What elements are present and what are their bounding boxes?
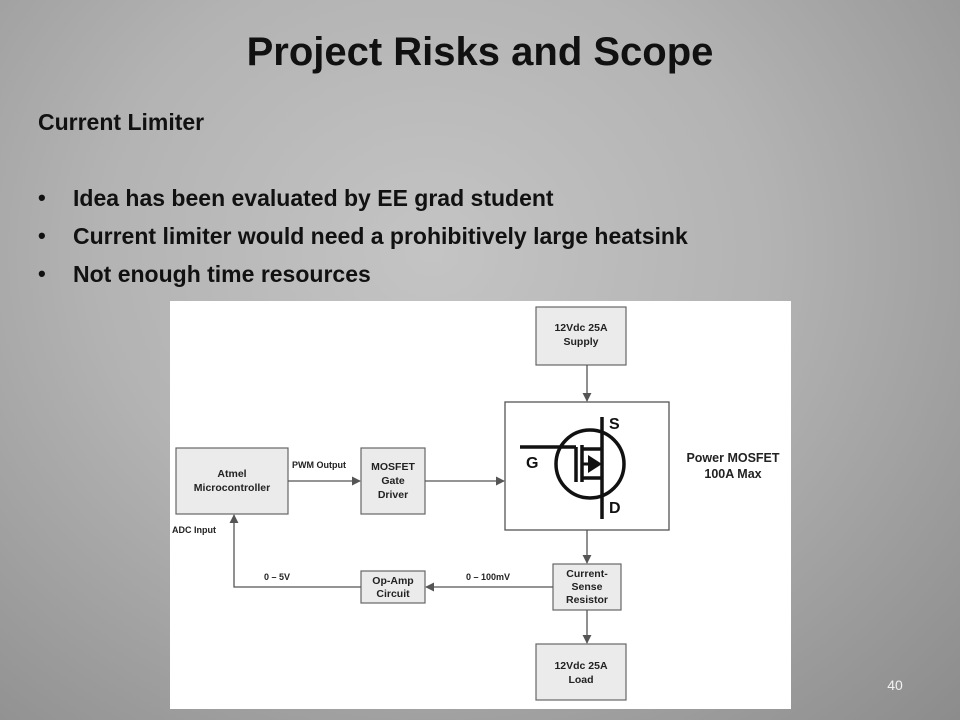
bullet-item: • Idea has been evaluated by EE grad stud… [38,179,688,217]
block-diagram: 12Vdc 25A Supply S G D Power MOSFET 100A… [170,301,791,709]
bullet-text: Not enough time resources [73,261,371,287]
load-label-line1: 12Vdc 25A [554,660,608,672]
opamp-block: Op-Amp Circuit [360,570,426,604]
bullet-item: • Current limiter would need a prohibitiv… [38,217,688,255]
opamp-label-line2: Circuit [376,588,410,600]
pin-g-label: G [526,455,538,472]
gate-driver-line3: Driver [378,489,408,501]
gate-driver-line1: MOSFET [371,461,415,473]
millivolt-range-label: 0 – 100mV [466,572,510,582]
pin-d-label: D [609,500,621,517]
mosfet-label-line1: Power MOSFET [686,451,779,465]
supply-label-line2: Supply [563,336,598,348]
mosfet-body-icon [554,428,626,500]
slide-title: Project Risks and Scope [246,30,714,74]
mcu-label-line2: Microcontroller [194,482,270,494]
sense-resistor-block: Current- Sense Resistor [552,563,622,611]
gate-driver-block: MOSFET Gate Driver [360,447,426,515]
bullet-dot-icon: • [38,185,46,210]
section-heading: Current Limiter [38,109,205,135]
mcu-label-line1: Atmel [217,468,246,480]
pwm-output-label: PWM Output [292,460,346,470]
adc-input-label: ADC Input [172,525,216,535]
bullet-item: • Not enough time resources [38,255,688,293]
opamp-label-line1: Op-Amp [372,575,413,587]
gate-driver-line2: Gate [381,475,405,487]
pin-s-label: S [609,416,620,433]
bullet-text: Current limiter would need a prohibitive… [73,223,688,249]
supply-label-line1: 12Vdc 25A [554,322,608,334]
power-mosfet-block: S G D [504,401,670,531]
bullet-dot-icon: • [38,223,46,248]
opamp-to-adc-arrow [229,514,361,588]
load-block: 12Vdc 25A Load [535,643,627,701]
slide-number: 40 [887,677,903,693]
bullet-dot-icon: • [38,261,46,286]
microcontroller-block: Atmel Microcontroller [175,447,289,515]
supply-block: 12Vdc 25A Supply [535,306,627,366]
bullet-text: Idea has been evaluated by EE grad stude… [73,185,554,211]
sense-label-line1: Current- [566,568,608,580]
bullet-list: • Idea has been evaluated by EE grad stud… [38,179,688,293]
mosfet-label-line2: 100A Max [704,467,761,481]
voltage-range-label: 0 – 5V [264,572,290,582]
sense-label-line3: Resistor [566,594,608,606]
sense-label-line2: Sense [572,581,603,593]
load-label-line2: Load [568,674,593,686]
